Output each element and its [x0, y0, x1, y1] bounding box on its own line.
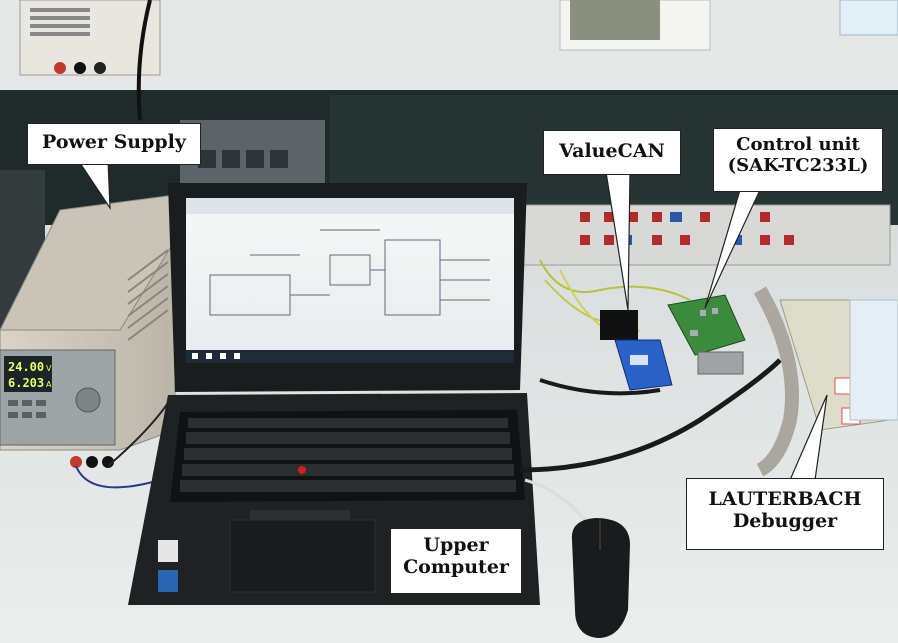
psu-display	[4, 356, 52, 392]
power-supply-label: Power Supply	[27, 123, 201, 165]
taskbar	[186, 350, 514, 363]
valuecan-connector	[600, 310, 638, 340]
bench-instrument	[19, 0, 161, 76]
trackpoint	[298, 466, 306, 474]
control-unit-label: Control unit (SAK-TC233L)	[713, 128, 883, 192]
psu-current-readout: 6.203	[8, 376, 44, 390]
touchpad	[229, 519, 376, 593]
lauterbach-label: LAUTERBACH Debugger	[686, 478, 884, 550]
mouse	[571, 518, 630, 638]
psu-voltage-readout: 24.00	[8, 360, 44, 374]
upper-computer-label: Upper Computer	[390, 528, 522, 594]
svg-text:V: V	[46, 364, 52, 373]
control-unit-board	[667, 294, 746, 356]
svg-text:A: A	[46, 380, 52, 389]
valuecan-label: ValueCAN	[543, 130, 681, 175]
